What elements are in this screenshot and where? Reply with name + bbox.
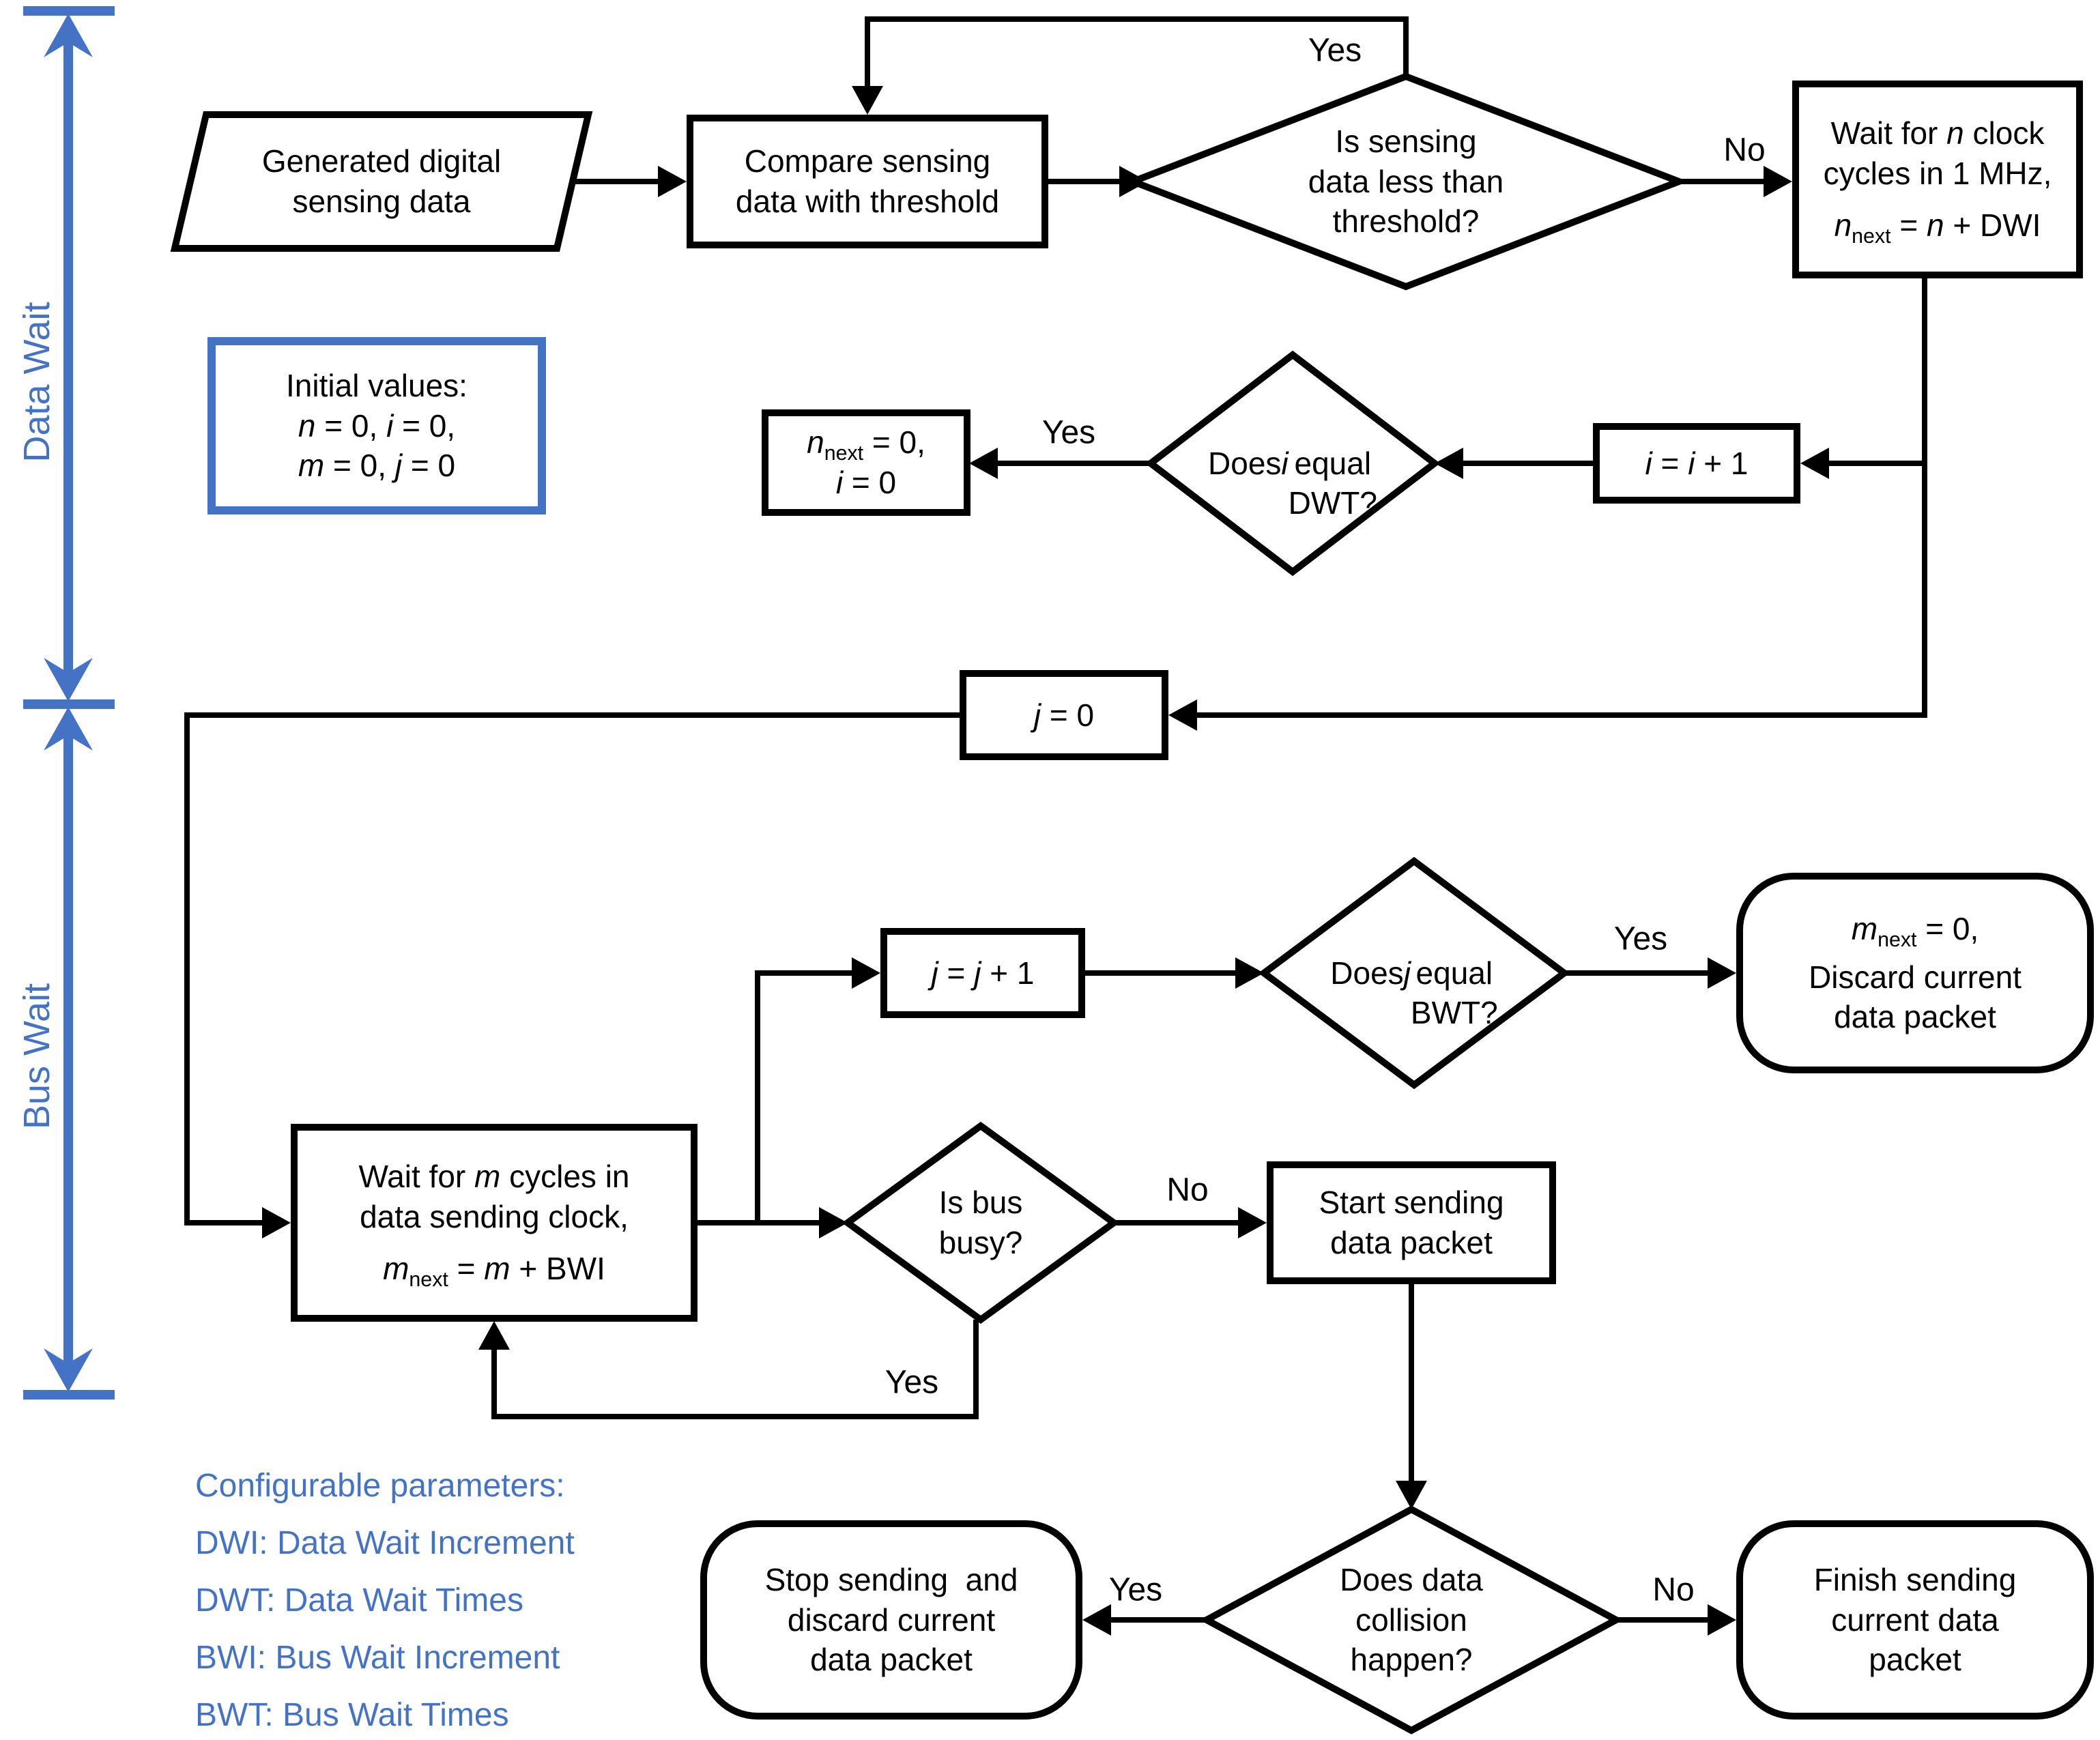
arrow-up-icon — [44, 14, 93, 57]
node-label: nnext = 0,i = 0 — [807, 424, 925, 500]
shape-outlines — [170, 72, 1688, 1735]
legend-title: Configurable parameters: — [195, 1468, 565, 1504]
note-label: Initial values:n = 0, i = 0,m = 0, j = 0 — [286, 367, 468, 484]
edge-label-busy-no: No — [1166, 1172, 1209, 1208]
edge-label-busy-yes: Yes — [884, 1364, 939, 1401]
arrowhead-icon — [1235, 957, 1264, 989]
legend-item: BWI: Bus Wait Increment — [195, 1640, 560, 1676]
arrowhead-icon — [1168, 699, 1197, 731]
edge-jzero-to-waitm — [184, 712, 960, 1226]
node-label: j = 0 — [1033, 697, 1095, 733]
busy-diamond-shape — [842, 1121, 1120, 1324]
legend-item: DWI: Data Wait Increment — [195, 1525, 575, 1561]
arrow-down-icon — [44, 1348, 93, 1392]
section-label-bus-wait: Bus Wait — [16, 983, 57, 1130]
threshold-diamond-shape — [1123, 72, 1688, 291]
arrowhead-icon — [262, 1207, 291, 1238]
section-arrow-data-wait — [23, 6, 115, 709]
arrowhead-icon — [1708, 1604, 1736, 1636]
note-initial-values: Initial values:n = 0, i = 0,m = 0, j = 0 — [207, 337, 546, 514]
arrowhead-icon — [658, 166, 687, 197]
section-label-data-wait: Data Wait — [16, 302, 57, 463]
node-j-zero: j = 0 — [960, 670, 1168, 760]
arrowhead-icon — [969, 448, 998, 479]
arrowhead-icon — [819, 1207, 848, 1238]
node-increment-j: j = j + 1 — [880, 928, 1085, 1018]
edge-label-threshold-yes: Yes — [1308, 32, 1362, 69]
arrowhead-icon — [1764, 166, 1792, 197]
edge-waitn-rail-to-jzero — [1197, 278, 1927, 718]
arrow-down-icon — [44, 658, 93, 701]
start-parallelogram-shape — [170, 111, 593, 252]
connector-lines — [184, 16, 1927, 1623]
arrowhead-icon — [478, 1321, 510, 1350]
edge-label-collision-yes: Yes — [1108, 1571, 1163, 1608]
edge-label-collision-no: No — [1652, 1571, 1695, 1608]
node-reset-n: nnext = 0,i = 0 — [762, 409, 970, 516]
edge-label-threshold-no: No — [1723, 132, 1766, 169]
node-label: j = j + 1 — [931, 955, 1035, 991]
edge-busy-yes-loop — [491, 1320, 979, 1419]
section-arrow-bus-wait — [23, 707, 115, 1400]
arrowhead-icon — [1396, 1481, 1427, 1509]
arrowhead-icon — [1708, 957, 1736, 989]
edge-threshold-yes-loop — [865, 16, 1409, 86]
arrowhead-icon — [1435, 448, 1463, 479]
bwt-diamond-shape — [1258, 856, 1570, 1090]
arrowhead-icon — [852, 86, 883, 115]
edge-branch-to-incj — [755, 970, 852, 1223]
arrowhead-icon — [1238, 1207, 1267, 1238]
arrowheads — [262, 86, 1829, 1636]
arrow-up-icon — [44, 707, 93, 751]
edge-label-dwt-yes: Yes — [1041, 414, 1096, 451]
node-label: i = i + 1 — [1645, 445, 1749, 481]
legend-item: DWT: Data Wait Times — [195, 1582, 523, 1619]
edge-label-bwt-yes: Yes — [1613, 920, 1668, 957]
collision-diamond-shape — [1199, 1505, 1624, 1735]
node-increment-i: i = i + 1 — [1593, 423, 1800, 504]
arrowhead-icon — [1800, 448, 1829, 479]
dwt-diamond-shape — [1145, 350, 1441, 577]
arrowhead-icon — [852, 957, 880, 989]
legend-item: BWT: Bus Wait Times — [195, 1697, 509, 1733]
arrowhead-icon — [1082, 1604, 1111, 1636]
legend-configurable-parameters: Configurable parameters: DWI: Data Wait … — [195, 1458, 575, 1740]
